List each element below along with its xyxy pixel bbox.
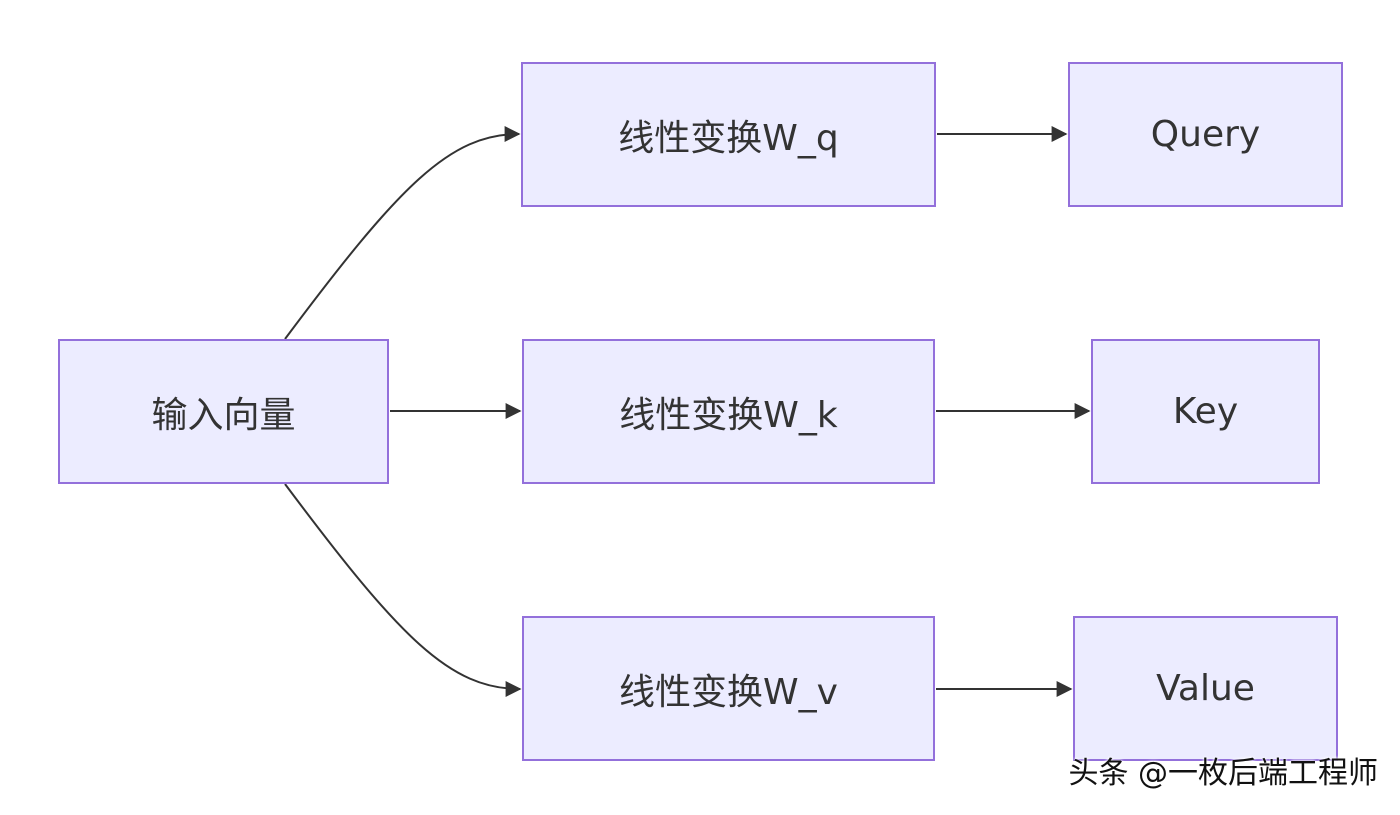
node-value-label: Value [1156, 668, 1255, 709]
edge-input-to-wq [284, 126, 521, 340]
node-linear-transform-wv: 线性变换W_v [522, 616, 935, 761]
node-value: Value [1073, 616, 1338, 761]
node-input-vector: 输入向量 [58, 339, 389, 484]
node-linear-transform-wq: 线性变换W_q [521, 62, 936, 207]
node-linear-transform-wv-label: 线性变换W_v [619, 671, 838, 713]
watermark: 头条 @一枚后端工程师 [1068, 756, 1378, 791]
node-linear-transform-wk: 线性变换W_k [522, 339, 935, 484]
edge-input-to-wv [284, 483, 522, 697]
node-key-label: Key [1172, 391, 1239, 432]
node-linear-transform-wk-label: 线性变换W_k [619, 394, 838, 436]
node-linear-transform-wq-label: 线性变换W_q [618, 117, 839, 159]
node-query: Query [1068, 62, 1343, 207]
node-query-label: Query [1150, 114, 1261, 155]
node-input-vector-label: 输入向量 [151, 394, 296, 436]
node-key: Key [1091, 339, 1320, 484]
